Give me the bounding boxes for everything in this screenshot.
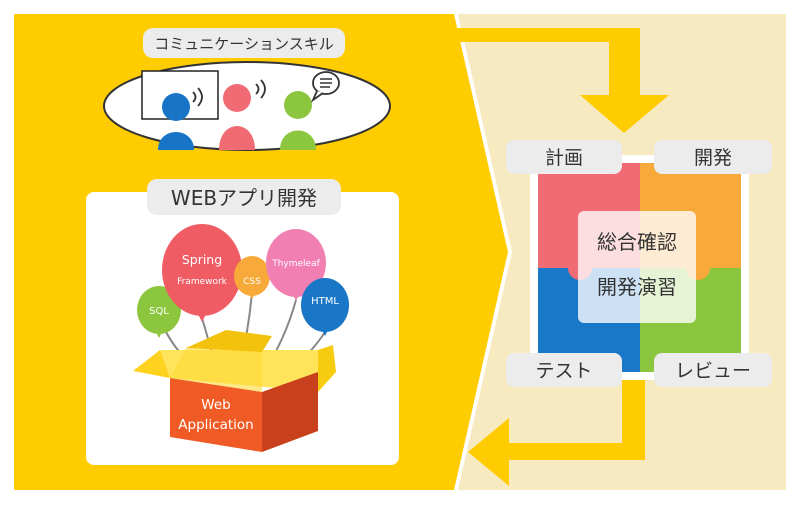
application-box [133, 330, 336, 452]
balloon-thymeleaf-label: Thymeleaf [271, 259, 320, 269]
label-develop-bg [654, 140, 772, 174]
balloon-html: HTML [301, 278, 349, 336]
center-label-line2: 開発演習 [597, 275, 677, 299]
label-test-bg [506, 353, 622, 387]
balloon-thymeleaf: Thymeleaf [266, 229, 326, 301]
puzzle-cycle: 総合確認 開発演習 計画 開発 テスト レビュー [506, 140, 772, 387]
webapp-card: WEBアプリ開発 Web Application SQL [86, 179, 399, 465]
speech-waves-icon [255, 79, 266, 99]
arrow-back-to-left [468, 372, 645, 486]
label-review-bg [654, 353, 772, 387]
label-review: レビュー [675, 360, 751, 382]
webapp-title-bg [147, 179, 341, 215]
balloon-html-label: HTML [311, 296, 339, 307]
center-card [578, 211, 696, 323]
communication-skill-group: コミュニケーションスキル [103, 28, 391, 151]
person-green-icon [280, 91, 316, 150]
balloon-sql-label: SQL [149, 306, 169, 317]
balloon-spring-label-line2: Framework [177, 277, 228, 287]
person-blue-icon [158, 93, 194, 150]
box-label-line1: Web [201, 397, 230, 413]
balloon-sql: SQL [137, 286, 181, 338]
balloon-css: CSS [234, 256, 270, 299]
person-red-icon [219, 84, 255, 150]
balloon-spring-label-line1: Spring [182, 252, 222, 267]
label-plan-bg [506, 140, 622, 174]
speech-waves-icon [192, 87, 203, 107]
communication-label-bg [143, 28, 345, 58]
communication-label: コミュニケーションスキル [154, 35, 333, 53]
arrow-into-cycle [452, 28, 669, 133]
label-develop: 開発 [694, 147, 732, 169]
webapp-title: WEBアプリ開発 [171, 186, 317, 210]
balloon-spring: Spring Framework [162, 224, 242, 322]
center-label-line1: 総合確認 [597, 230, 677, 254]
label-plan: 計画 [545, 147, 583, 169]
label-test: テスト [535, 360, 592, 382]
chat-bubble-icon [310, 71, 340, 103]
balloon-css-label: CSS [243, 277, 261, 287]
box-label-line2: Application [178, 417, 253, 433]
